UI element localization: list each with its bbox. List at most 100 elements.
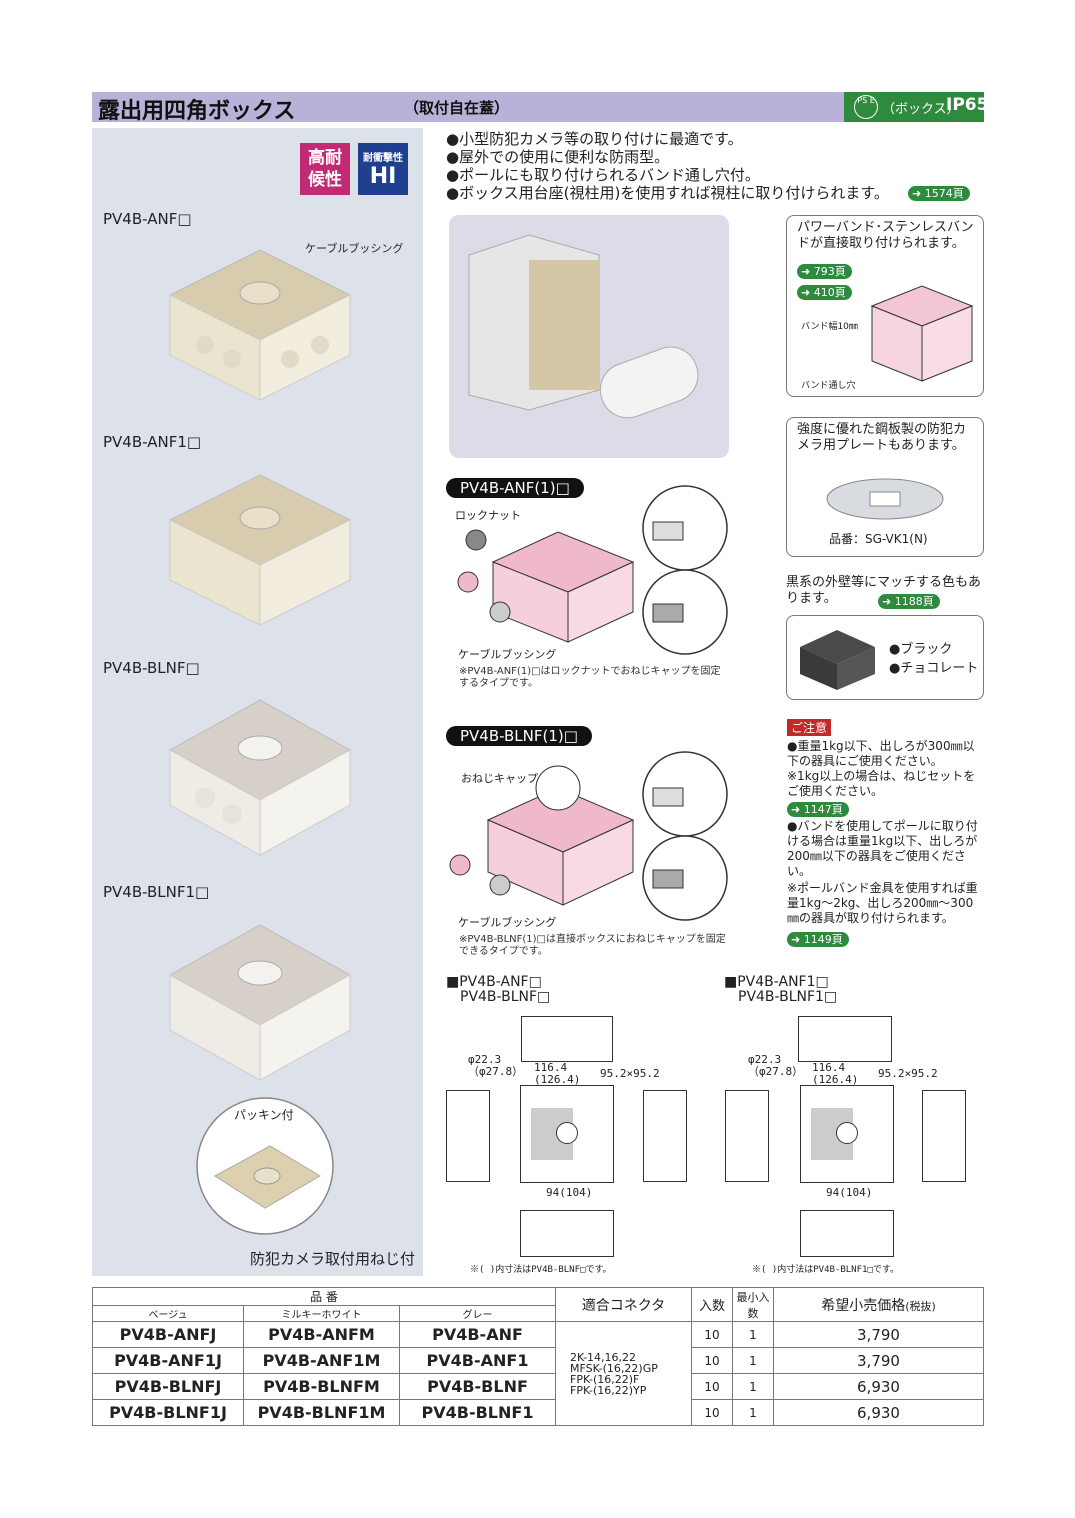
drawing-right-bottom-view — [800, 1210, 894, 1257]
camera-plate-title: 強度に優れた鋼板製の防犯カメラ用プレートもあります。 — [797, 422, 967, 453]
feature-bullet-3: ●ポールにも取り付けられるバンド通し穴付。 — [446, 166, 760, 184]
cell-price: 3,790 — [773, 1321, 984, 1348]
black-box-illustration — [800, 630, 875, 690]
ref-link-410[interactable]: 410頁 — [797, 285, 852, 300]
weather-resistance-badge: 高耐候性 — [300, 143, 350, 195]
caution-line-1: ●重量1kg以下、出しろが300㎜以下の器具にご使用ください。 — [787, 739, 975, 768]
table-header-row: 品 番 適合コネクタ 入数 最小入数 希望小売価格(税抜) — [92, 1287, 984, 1322]
table-row: PV4B-BLNF1J PV4B-BLNF1M PV4B-BLNF1 10 1 … — [92, 1399, 984, 1426]
diagram-1-illustration — [457, 529, 635, 643]
cable-bushing-label: ケーブルブッシング — [305, 242, 404, 255]
model-label-2: PV4B-ANF1□ — [103, 433, 202, 451]
drawing-left-bottom-view — [520, 1210, 614, 1257]
diagram-2-title: PV4B-BLNF(1)□ — [446, 726, 592, 746]
ref-link-793[interactable]: 793頁 — [797, 264, 852, 279]
connector-4: FPK-(16,22)YP — [570, 1383, 647, 1397]
table-row: PV4B-ANFJ PV4B-ANFM PV4B-ANF 2K-14,16,22… — [92, 1321, 984, 1426]
diagram-2-illustration — [449, 765, 635, 906]
drawing-left-side-view-left — [446, 1090, 490, 1182]
cell-milky: PV4B-ANF1M — [243, 1347, 400, 1374]
dim-w-r: 116.4 — [812, 1061, 846, 1074]
cell-price: 6,930 — [773, 1399, 984, 1426]
cable-bushing-label-3: ケーブルブッシング — [458, 916, 557, 929]
drawing-left-side-view-right — [643, 1090, 687, 1182]
ip-rating-badge: PS E （ボックス） IP65 — [844, 92, 988, 122]
drawing-left-title-1: ■PV4B-ANF□ — [446, 974, 542, 990]
hdr-tax: (税抜) — [905, 1299, 936, 1313]
color-variant-title: 黒系の外壁等にマッチする色もあります。 — [786, 575, 982, 606]
band-width-label: バンド幅10㎜ — [801, 322, 858, 332]
diagram-1-detail — [642, 485, 728, 655]
cell-price: 6,930 — [773, 1373, 984, 1400]
cable-bushing-label-2: ケーブルブッシング — [458, 648, 557, 661]
ref-link-1149[interactable]: 1149頁 — [787, 932, 849, 947]
connector-1: 2K-14,16,22 — [570, 1350, 637, 1364]
cell-gray: PV4B-BLNF — [399, 1373, 556, 1400]
cell-beige: PV4B-BLNF1J — [92, 1399, 244, 1426]
drawing-right-side-view-left — [725, 1090, 769, 1182]
camera-plate-box: 強度に優れた鋼板製の防犯カメラ用プレートもあります。 品番：SG-VK1(N) — [786, 417, 984, 557]
dim-right-square: 95.2×95.2 — [878, 1067, 938, 1080]
color-chocolate: ●チョコレート — [889, 661, 979, 676]
drawing-right-front-view — [800, 1085, 894, 1183]
model-label-1: PV4B-ANF□ — [103, 210, 192, 228]
hdr-connector: 適合コネクタ — [555, 1287, 692, 1322]
table-subheader-row: ベージュ ミルキーホワイト グレー — [92, 1305, 984, 1322]
cell-gray: PV4B-ANF1 — [399, 1347, 556, 1374]
dim-w2: (126.4) — [534, 1073, 581, 1086]
cell-gray: PV4B-ANF — [399, 1321, 556, 1348]
title-bar: 露出用四角ボックス （取付自在蓋） PS E （ボックス） IP65 — [92, 92, 988, 124]
caution-label: ご注意 — [787, 719, 832, 736]
color-variant-box: ●ブラック ●チョコレート — [786, 615, 984, 700]
cell-connectors: 2K-14,16,22 MFSK-(16,22)GP FPK-(16,22)F … — [555, 1321, 692, 1426]
badge-large-text: HI — [369, 164, 397, 189]
table-row: PV4B-BLNFJ PV4B-BLNFM PV4B-BLNF 10 1 6,9… — [92, 1373, 984, 1400]
camera-plate-illustration — [826, 478, 944, 520]
dim-w: 116.4 — [534, 1061, 568, 1074]
drawing-left-front-view — [520, 1085, 614, 1183]
cell-price: 3,790 — [773, 1347, 984, 1374]
locknut-label: ロックナット — [455, 509, 521, 522]
feature-bullet-4: ●ボックス用台座(視柱用)を使用すれば視柱に取り付けられます。 — [446, 184, 889, 202]
cell-gray: PV4B-BLNF1 — [399, 1399, 556, 1426]
lid-closeup-photo — [196, 1097, 334, 1235]
box-label: （ボックス） — [882, 102, 960, 117]
packing-label: パッキン付 — [234, 1108, 294, 1122]
dim-left-bottom-width: 94(104) — [546, 1186, 593, 1199]
cell-min: 1 — [732, 1399, 774, 1426]
hdr-hinban: 品 番 — [92, 1287, 556, 1306]
drawing-right-note: ※( )内寸法はPV4B-BLNF1□です。 — [752, 1265, 899, 1275]
drawing-right-side-view-right — [922, 1090, 966, 1182]
cell-qty: 10 — [691, 1399, 733, 1426]
hdr-gray: グレー — [399, 1305, 556, 1322]
ref-link-1574[interactable]: 1574頁 — [908, 186, 970, 201]
ref-link-1147[interactable]: 1147頁 — [787, 802, 849, 817]
model-label-4: PV4B-BLNF1□ — [103, 883, 210, 901]
cell-min: 1 — [732, 1373, 774, 1400]
band-box-illustration — [870, 285, 974, 382]
caution-line-3: ●バンドを使用してポールに取り付ける場合は重量1kg以下、出しろが200㎜以下の… — [787, 819, 978, 878]
connector-3: FPK-(16,22)F — [570, 1372, 640, 1386]
dim-right-phi: φ22.3 （φ27.8） — [748, 1054, 803, 1078]
dim-phi2: （φ27.8） — [468, 1065, 524, 1078]
color-black: ●ブラック — [889, 642, 953, 657]
dim-phi-r: φ22.3 — [748, 1053, 782, 1066]
page-subtitle: （取付自在蓋） — [404, 99, 510, 117]
hdr-price-text: 希望小売価格 — [821, 1297, 906, 1314]
caution-line-4: ※ポールバンド金具を使用すれば重量1kg～2kg、出しろ200㎜～300㎜の器具… — [787, 881, 978, 925]
box-photo-1 — [168, 249, 352, 401]
drawing-left-note: ※( )内寸法はPV4B-BLNF□です。 — [470, 1265, 612, 1275]
camera-screw-label: 防犯カメラ取付用ねじ付 — [250, 1250, 416, 1268]
cell-qty: 10 — [691, 1373, 733, 1400]
dim-left-square: 95.2×95.2 — [600, 1067, 660, 1080]
pse-mark-icon: PS E — [854, 95, 878, 119]
feature-bullet-2: ●屋外での使用に便利な防雨型。 — [446, 148, 670, 166]
drawing-right-title-1: ■PV4B-ANF1□ — [724, 974, 829, 990]
dim-left-phi: φ22.3 （φ27.8） — [468, 1054, 523, 1078]
hdr-milky: ミルキーホワイト — [243, 1305, 400, 1322]
band-hole-label: バンド通し穴 — [801, 381, 856, 391]
dim-phi: φ22.3 — [468, 1053, 502, 1066]
camera-install-photo — [449, 215, 729, 458]
ref-link-1188[interactable]: 1188頁 — [878, 594, 940, 609]
dim-left-width: 116.4 (126.4) — [534, 1062, 580, 1086]
